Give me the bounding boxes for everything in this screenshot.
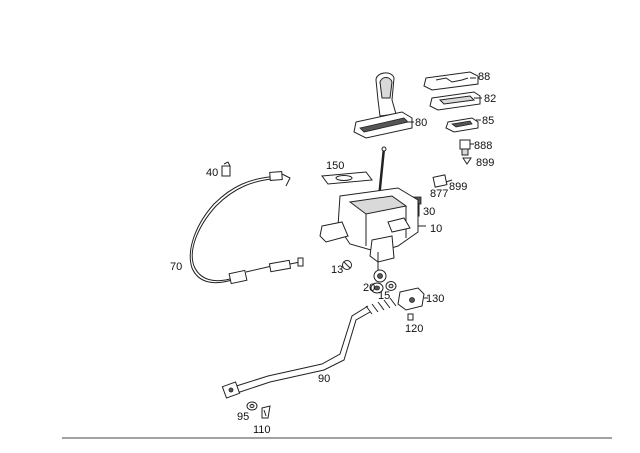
label-95: 95 [237, 411, 249, 423]
label-30: 30 [423, 206, 435, 218]
part-82-indicator-panel [429, 91, 482, 111]
label-899-top: 899 [476, 157, 494, 169]
label-82: 82 [484, 93, 496, 105]
label-40: 40 [206, 167, 218, 179]
part-15-washer [385, 281, 397, 291]
label-899-mid: 899 [449, 181, 467, 193]
part-888-bulb [459, 139, 474, 156]
label-70: 70 [170, 261, 182, 273]
part-80-gear-knob [353, 72, 414, 139]
label-88: 88 [478, 71, 490, 83]
part-130-bracket [397, 287, 428, 311]
part-899-clip [462, 157, 472, 165]
part-10-shifter-housing [319, 146, 426, 283]
part-85-plate [445, 117, 481, 133]
label-120: 120 [405, 323, 423, 335]
part-150-pad [321, 171, 373, 185]
label-80: 80 [415, 117, 427, 129]
part-120-clip [407, 313, 414, 321]
part-95-bushing [246, 401, 258, 411]
part-13-clip [342, 260, 352, 270]
label-150: 150 [326, 160, 344, 172]
label-130: 130 [426, 293, 444, 305]
part-20-bushing [370, 282, 384, 294]
label-85: 85 [482, 115, 494, 127]
part-877-connector [432, 174, 453, 188]
part-40-plug [221, 161, 231, 177]
label-110: 110 [253, 424, 271, 436]
part-70-cable [189, 171, 304, 285]
label-15: 15 [378, 290, 390, 302]
part-110-clip [261, 405, 271, 419]
label-888: 888 [474, 140, 492, 152]
label-13: 13 [331, 264, 343, 276]
label-10: 10 [430, 223, 442, 235]
label-20: 20 [363, 282, 375, 294]
part-88-trim-cover [423, 71, 479, 91]
label-90: 90 [318, 373, 330, 385]
part-90-shift-rod [221, 297, 397, 399]
label-877: 877 [430, 188, 448, 200]
